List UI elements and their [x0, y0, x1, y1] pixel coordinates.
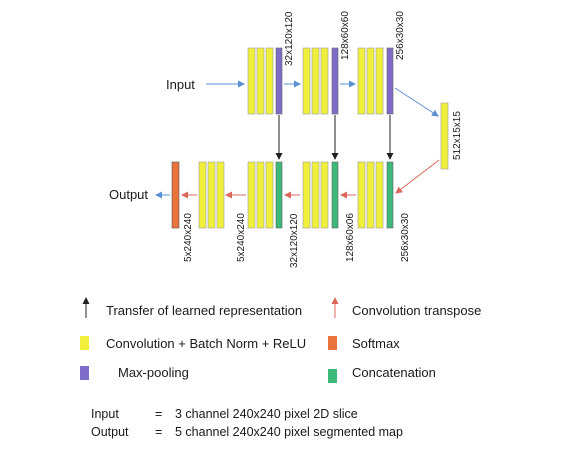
dim-label-bottom-4: 128x60x06: [345, 213, 356, 262]
decoder-block-1: [247, 161, 283, 229]
flow-arrows: [155, 80, 439, 199]
legend-softmax-swatch: [328, 336, 337, 350]
dim-label-top-3: 256x30x30: [395, 11, 406, 60]
note-output-key: Output: [91, 425, 129, 439]
encoder-block-1: [247, 47, 283, 115]
conv-layer: [256, 47, 265, 115]
bottleneck-conv-layer: [440, 102, 449, 170]
note-output-desc: 5 channel 240x240 pixel segmented map: [175, 425, 403, 439]
dim-label-top-2: 128x60x60: [340, 11, 351, 60]
conv-layer: [247, 47, 256, 115]
legend-maxpool-label: Max-pooling: [118, 365, 189, 380]
maxpool-layer: [331, 47, 339, 115]
legend-conv-swatch: [80, 336, 89, 350]
dim-label-bottom-2: 5x240x240: [236, 213, 247, 262]
conv-layer: [320, 161, 329, 229]
note-input-eq: =: [155, 407, 163, 421]
legend-maxpool-swatch: [80, 366, 89, 380]
conv-layer: [256, 161, 265, 229]
note-output-eq: =: [155, 425, 163, 439]
conv-layer: [311, 47, 320, 115]
conv-layer: [320, 47, 329, 115]
dim-label-bottom-1: 5x240x240: [183, 213, 194, 262]
encoder-block-2: [302, 47, 339, 115]
conv-layer: [366, 47, 375, 115]
conv-layer: [265, 161, 274, 229]
concat-layer: [331, 161, 339, 229]
legend-concat-label: Concatenation: [352, 365, 436, 380]
decoder-block-2: [302, 161, 339, 229]
note-input-desc: 3 channel 240x240 pixel 2D slice: [175, 407, 358, 421]
note-input-key: Input: [91, 407, 119, 421]
dim-label-top-1: 32x120x120: [284, 11, 295, 67]
conv-layer: [302, 161, 311, 229]
conv-layer: [311, 161, 320, 229]
conv-layer: [247, 161, 256, 229]
legend-concat-swatch: [328, 369, 337, 383]
conv-layer: [207, 161, 216, 229]
conv-layer: [375, 47, 384, 115]
transpose-arrow: [395, 159, 440, 194]
legend-transfer-label: Transfer of learned representation: [106, 303, 303, 318]
legend-conv-label: Convolution + Batch Norm + ReLU: [106, 336, 307, 351]
conv-layer: [366, 161, 375, 229]
concat-layer: [275, 161, 283, 229]
maxpool-layer: [275, 47, 283, 115]
pool-arrow: [394, 87, 439, 117]
input-label: Input: [166, 77, 195, 92]
softmax-layer: [171, 161, 180, 229]
skip-connections: [275, 115, 394, 160]
conv-layer: [198, 161, 207, 229]
dim-label-bottom-3: 32x120x120: [289, 213, 300, 269]
output-label: Output: [109, 187, 149, 202]
legend-softmax-label: Softmax: [352, 336, 400, 351]
conv-layer: [265, 47, 274, 115]
dim-label-bottom-5: 256x30x30: [400, 213, 411, 262]
decoder-block-3: [357, 161, 394, 229]
transpose-arrows: [181, 159, 440, 199]
legend-transpose-label: Convolution transpose: [352, 303, 482, 318]
conv-layer: [375, 161, 384, 229]
encoder-block-3: [357, 47, 394, 115]
final-conv-block: [198, 161, 225, 229]
dim-label-bottleneck: 512x15x15: [452, 111, 463, 160]
conv-layer: [357, 47, 366, 115]
conv-layer: [357, 161, 366, 229]
concat-layer: [386, 161, 394, 229]
maxpool-layer: [386, 47, 394, 115]
conv-layer: [216, 161, 225, 229]
conv-layer: [302, 47, 311, 115]
